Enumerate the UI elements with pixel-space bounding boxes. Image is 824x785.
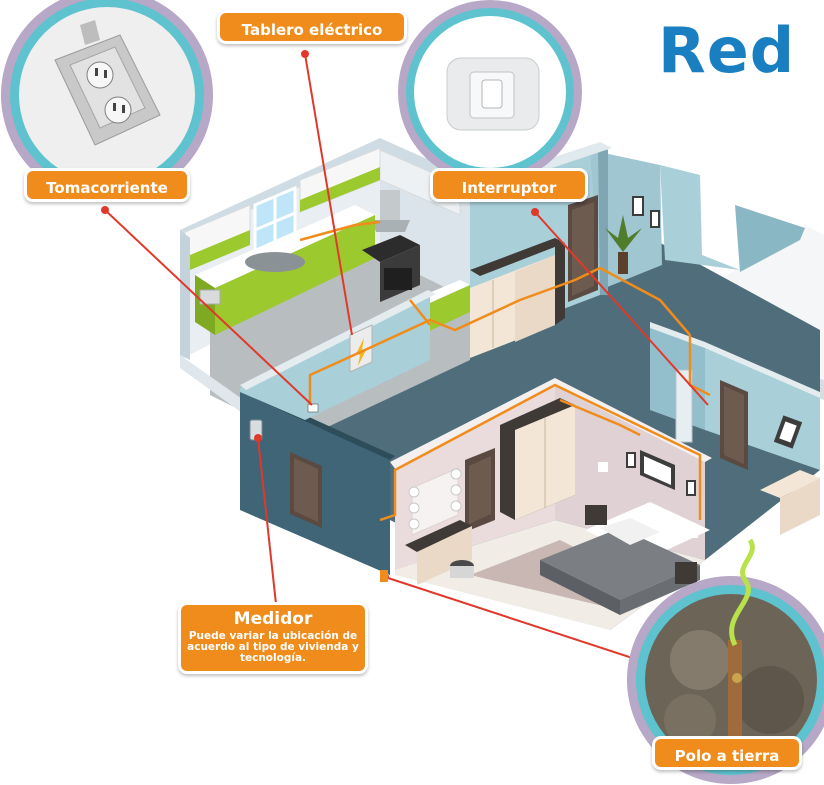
wardrobe (470, 238, 565, 358)
switch-photo (398, 0, 582, 184)
bedroom (390, 378, 712, 630)
label-interruptor-text: Interruptor (461, 179, 557, 197)
label-tomacorriente-text: Tomacorriente (46, 179, 168, 197)
label-medidor-note: Puede variar la ubicación de acuerdo al … (187, 629, 359, 664)
label-tablero-electrico: Tablero eléctrico (217, 10, 407, 44)
ground-rod-photo (627, 538, 824, 784)
label-tomacorriente: Tomacorriente (24, 168, 190, 202)
front-walls (240, 290, 436, 575)
outlet-photo (1, 0, 213, 201)
label-interruptor: Interruptor (430, 168, 588, 202)
label-tablero-text: Tablero eléctrico (241, 21, 383, 39)
label-polo-text: Polo a tierra (674, 747, 780, 765)
label-medidor: Medidor Puede variar la ubicación de acu… (178, 602, 368, 674)
label-medidor-title: Medidor (233, 609, 313, 629)
page-title: Red (658, 14, 796, 87)
label-polo-a-tierra: Polo a tierra (652, 736, 802, 770)
